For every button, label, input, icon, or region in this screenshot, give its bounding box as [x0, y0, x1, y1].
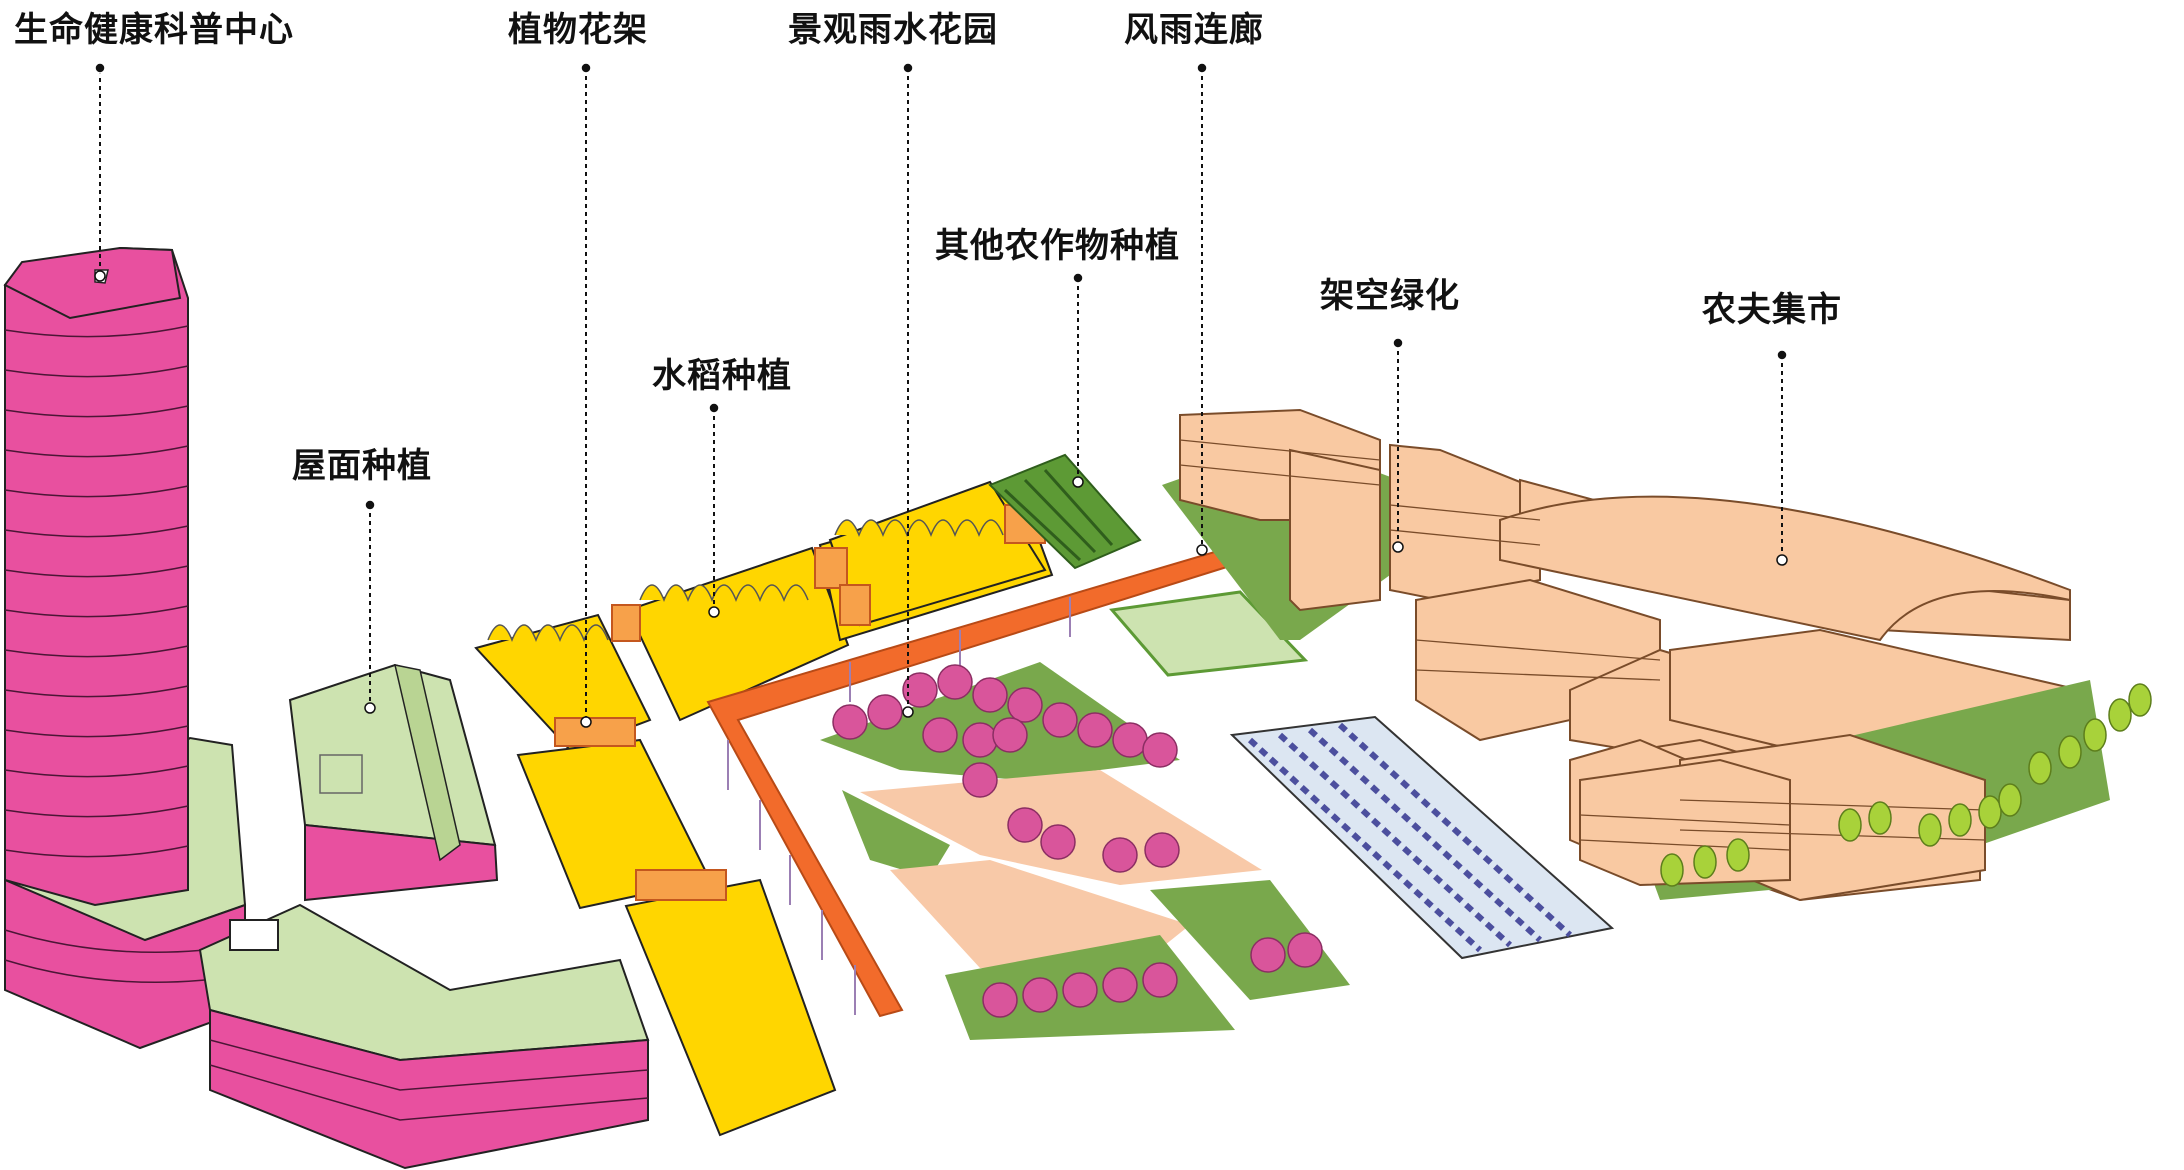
- crop-plot-small: [1109, 590, 1309, 677]
- garden-grass-right: [1150, 880, 1350, 1000]
- label-farmers-market: 农夫集市: [1702, 290, 1842, 330]
- corridor-columns: [727, 597, 1071, 1015]
- label-rain-garden: 景观雨水花园: [788, 10, 998, 50]
- market-trees: [1660, 683, 2152, 887]
- rice-fields: [474, 480, 1054, 1137]
- label-roof-planting: 屋面种植: [292, 446, 432, 486]
- rain-garden: [820, 662, 1350, 1040]
- label-other-crops: 其他农作物种植: [935, 226, 1180, 266]
- rice-field-3: [624, 878, 837, 1137]
- trellis: [635, 869, 727, 901]
- label-rice-planting: 水稻种植: [652, 356, 792, 396]
- label-life-center: 生命健康科普中心: [14, 10, 294, 50]
- tower-top: [3, 246, 182, 320]
- life-center-tower: [3, 246, 247, 1050]
- label-covered-corridor: 风雨连廊: [1124, 10, 1264, 50]
- rice-arches: [487, 519, 1004, 643]
- peach-buildings: [1162, 408, 2110, 902]
- other-crops-field: [988, 453, 1142, 570]
- pink-l-building: [198, 903, 650, 1170]
- label-plant-trellis: 植物花架: [508, 10, 648, 50]
- leader-lines: [99, 68, 1783, 720]
- label-stilt-greening: 架空绿化: [1320, 276, 1460, 316]
- garden-plaza-lower: [890, 860, 1190, 968]
- trellis: [839, 584, 871, 626]
- leader-dots: [94, 62, 1788, 728]
- roof-planting-building: [288, 663, 499, 902]
- trellis: [814, 547, 848, 589]
- trellis: [554, 717, 636, 747]
- garden-grass-left: [842, 790, 950, 878]
- trellis: [611, 604, 641, 642]
- rice-field-1: [474, 613, 652, 752]
- pink-trees: [832, 664, 1323, 1018]
- tower-floor-lines: [4, 325, 246, 984]
- purple-crop-bed: [1229, 715, 1615, 960]
